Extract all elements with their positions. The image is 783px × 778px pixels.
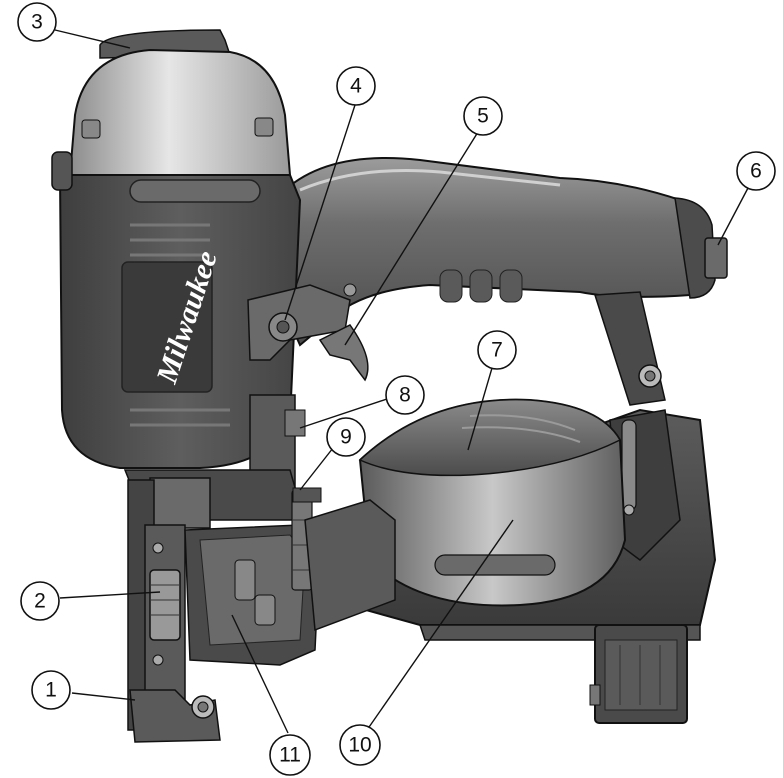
nose-assembly: [123, 394, 396, 743]
svg-text:1: 1: [45, 679, 57, 702]
svg-text:6: 6: [750, 160, 762, 183]
callout-4: 4: [336, 66, 376, 106]
svg-text:4: 4: [350, 75, 362, 98]
svg-text:2: 2: [34, 590, 46, 613]
svg-text:7: 7: [491, 339, 503, 362]
coil-nailer-illustration: Milwaukee: [51, 29, 728, 743]
callout-1: 1: [31, 670, 71, 710]
handle: [278, 157, 728, 406]
leader-lines: [54, 29, 749, 734]
callout-3: 3: [17, 2, 57, 42]
callout-7: 7: [477, 330, 517, 370]
exhaust-cap: [68, 29, 292, 176]
coil-canister: [358, 398, 627, 607]
svg-text:11: 11: [279, 744, 301, 767]
svg-text:9: 9: [340, 426, 352, 449]
callout-8: 8: [385, 375, 425, 415]
svg-text:3: 3: [31, 11, 43, 34]
callout-2: 2: [20, 581, 60, 621]
callout-6: 6: [736, 151, 776, 191]
air-inlet-fitting: [704, 237, 728, 279]
svg-text:5: 5: [477, 105, 489, 128]
trigger: [318, 324, 369, 382]
contact-trip: [129, 689, 221, 743]
logo-plate: [121, 261, 213, 393]
svg-text:8: 8: [399, 384, 411, 407]
callout-9: 9: [326, 417, 366, 457]
callout-10: 10: [339, 724, 381, 766]
callout-11: 11: [269, 734, 311, 776]
svg-text:10: 10: [348, 734, 371, 757]
callout-5: 5: [463, 96, 503, 136]
